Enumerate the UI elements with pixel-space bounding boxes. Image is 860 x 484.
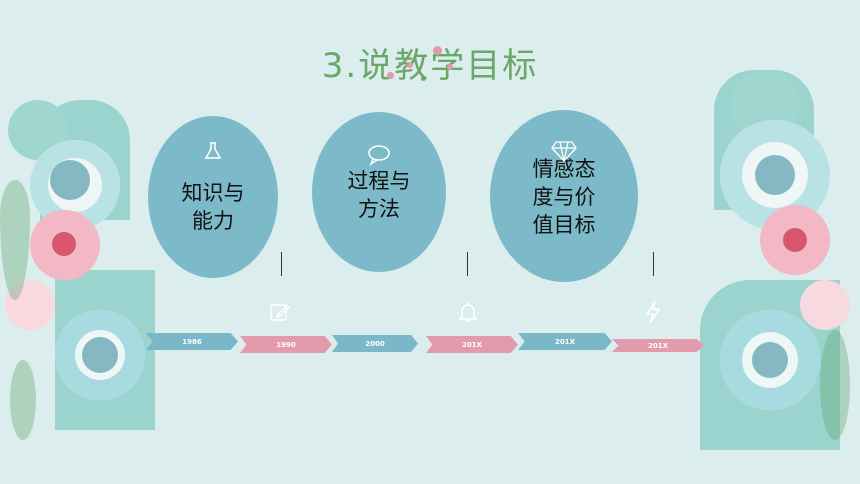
diamond-icon bbox=[551, 140, 577, 169]
title-flower-sprig bbox=[385, 42, 465, 92]
timeline-label: 1986 bbox=[182, 337, 202, 346]
goal-label: 知识与 能力 bbox=[181, 181, 245, 233]
timeline-arrow: 1990 bbox=[240, 336, 332, 353]
goal-label: 过程与 方法 bbox=[347, 169, 411, 221]
timeline-arrow: 201X bbox=[518, 333, 612, 350]
goal-process-method: 过程与 方法 bbox=[312, 112, 446, 272]
lightning-icon bbox=[645, 300, 661, 328]
timeline-tick bbox=[281, 252, 282, 276]
timeline-arrow: 1986 bbox=[146, 333, 238, 350]
timeline-tick bbox=[467, 252, 468, 276]
timeline-arrow: 201X bbox=[612, 339, 704, 352]
timeline-label: 201X bbox=[647, 341, 668, 350]
timeline-label: 1990 bbox=[276, 340, 296, 349]
goal-emotion-attitude-values: 情感态 度与价 值目标 bbox=[490, 110, 638, 282]
goal-knowledge-ability: 知识与 能力 bbox=[148, 116, 278, 278]
timeline-arrow: 201X bbox=[426, 336, 518, 353]
bell-icon bbox=[458, 300, 478, 328]
pencil-square-icon bbox=[270, 302, 292, 326]
timeline-arrow: 2000 bbox=[332, 335, 418, 352]
left-floral-decoration bbox=[0, 80, 170, 440]
right-floral-decoration bbox=[700, 70, 860, 450]
timeline-label: 201X bbox=[554, 337, 575, 346]
page-title: 3.说教学目标 bbox=[321, 46, 539, 86]
flask-icon bbox=[202, 140, 224, 169]
timeline-tick bbox=[653, 252, 654, 276]
speech-bubble-icon bbox=[367, 144, 391, 173]
goal-label: 情感态 度与价 值目标 bbox=[532, 157, 596, 237]
timeline-label: 2000 bbox=[365, 339, 385, 348]
timeline-label: 201X bbox=[461, 340, 482, 349]
